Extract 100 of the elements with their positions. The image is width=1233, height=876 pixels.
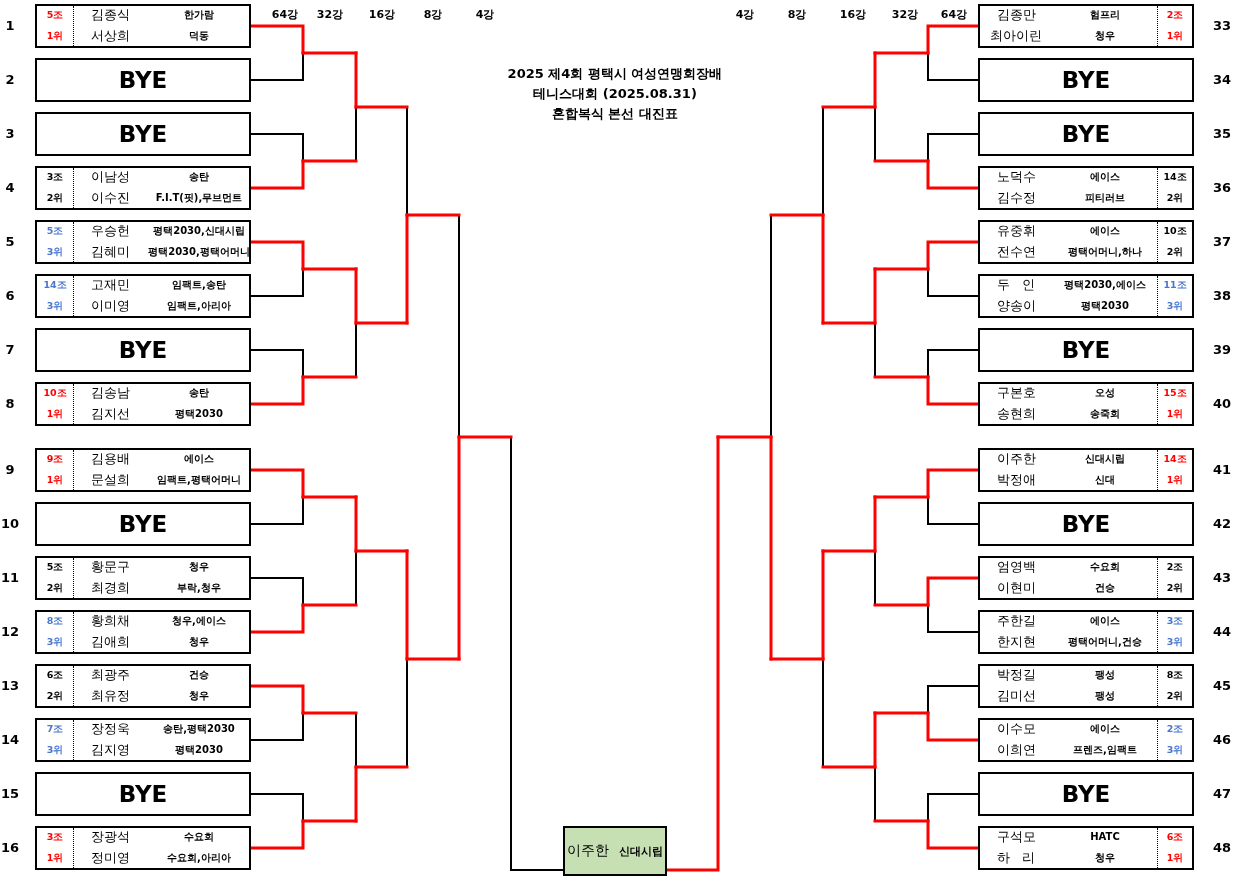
bye-box [978, 58, 1194, 102]
club-name: 한가람 [184, 9, 214, 21]
bye-box [35, 328, 251, 372]
bracket-line [927, 496, 979, 525]
rank-label: 2위 [1166, 192, 1184, 204]
club-name: 수요회 [1090, 561, 1120, 573]
entry-box [978, 274, 1194, 318]
club-name: 에이스 [1090, 723, 1120, 735]
bracket-line [250, 793, 304, 822]
bracket-line [873, 51, 877, 109]
seed-number: 7 [5, 342, 15, 358]
bye-box [978, 328, 1194, 372]
bracket-line [822, 106, 824, 216]
club-name: 송탄,평택2030 [163, 723, 235, 735]
player-name: 최경희 [90, 580, 130, 596]
bracket-line [458, 214, 460, 438]
player-name: 박정길 [996, 667, 1036, 683]
seed-number: 12 [0, 624, 20, 640]
club-name: 송죽회 [1090, 408, 1120, 420]
bracket-line [821, 549, 825, 661]
club-name: 건승 [1095, 582, 1115, 594]
bracket-line [406, 106, 408, 216]
bracket-line [355, 106, 357, 162]
seed-number: 4 [5, 180, 15, 196]
club-name: 평택2030,에이스 [1064, 279, 1146, 291]
bye-label: BYE [1061, 336, 1111, 364]
bye-label: BYE [1061, 780, 1111, 808]
rank-label: 3위 [1166, 744, 1184, 756]
bracket-line [873, 159, 930, 163]
bracket-line [301, 495, 358, 499]
bracket-line [873, 495, 877, 553]
rank-label: 2위 [1166, 246, 1184, 258]
seed-number: 46 [1212, 732, 1232, 748]
bracket-line [354, 765, 358, 823]
rank-label: 1위 [1166, 408, 1184, 420]
rank-label: 1위 [46, 30, 64, 42]
rank-label: 1위 [46, 852, 64, 864]
seed-number: 36 [1212, 180, 1232, 196]
group-label: 3조 [1166, 615, 1184, 627]
seed-number: 45 [1212, 678, 1232, 694]
rank-label: 3위 [1166, 636, 1184, 648]
bracket-line [821, 213, 825, 325]
bracket-line [354, 549, 409, 553]
rank-label: 3위 [46, 636, 64, 648]
seed-number: 34 [1212, 72, 1232, 88]
round-header: 8강 [423, 8, 443, 22]
rank-label: 1위 [1166, 30, 1184, 42]
entry-box [978, 220, 1194, 264]
seed-number: 15 [0, 786, 20, 802]
entry-box [35, 556, 251, 600]
seed-number: 43 [1212, 570, 1232, 586]
club-name: 평택2030,신대시립 [153, 225, 245, 237]
player-name: 송현희 [996, 406, 1036, 422]
entry-box [35, 826, 251, 870]
bye-box [35, 502, 251, 546]
group-label: 14조 [1163, 171, 1187, 183]
seed-number: 16 [0, 840, 20, 856]
bracket-line [354, 495, 358, 553]
seed-number: 35 [1212, 126, 1232, 142]
player-name: 전수연 [996, 244, 1036, 260]
entry-box [978, 664, 1194, 708]
club-name: 신대 [1095, 474, 1115, 486]
seed-number: 47 [1212, 786, 1232, 802]
bracket-line [821, 105, 877, 109]
bracket-line [927, 268, 979, 297]
rank-label: 1위 [1166, 852, 1184, 864]
champion-box [563, 826, 667, 876]
club-name: 평택2030 [175, 408, 223, 420]
group-label: 6조 [46, 669, 64, 681]
player-name: 양송이 [996, 298, 1036, 314]
club-name: 건승 [189, 669, 209, 681]
round-header: 4강 [475, 8, 495, 22]
round-header: 64강 [940, 8, 968, 22]
seed-number: 39 [1212, 342, 1232, 358]
group-label: 11조 [1163, 279, 1187, 291]
player-name: 노덕수 [996, 169, 1036, 185]
player-name: 김수정 [996, 190, 1036, 206]
group-label: 3조 [46, 171, 64, 183]
club-name: 부락,청우 [177, 582, 221, 594]
player-name: 문설희 [90, 472, 130, 488]
club-name: 에이스 [1090, 615, 1120, 627]
player-name: 최아이린 [990, 28, 1042, 44]
entry-box [978, 382, 1194, 426]
bracket-line [873, 267, 877, 325]
player-name: 김지선 [90, 406, 130, 422]
club-name: 송탄 [189, 171, 209, 183]
player-name: 이주한 [567, 842, 609, 860]
entry-box [978, 4, 1194, 48]
player-name: 김종식 [90, 7, 130, 23]
group-label: 6조 [1166, 831, 1184, 843]
seed-number: 42 [1212, 516, 1232, 532]
player-name: 김미선 [996, 688, 1036, 704]
seed-number: 6 [5, 288, 15, 304]
bracket-line [927, 349, 979, 378]
club-name: HATC [1090, 831, 1120, 843]
seed-number: 8 [5, 396, 15, 412]
bracket-line [406, 658, 408, 768]
bye-label: BYE [118, 120, 168, 148]
bye-label: BYE [1061, 66, 1111, 94]
entry-box [35, 664, 251, 708]
